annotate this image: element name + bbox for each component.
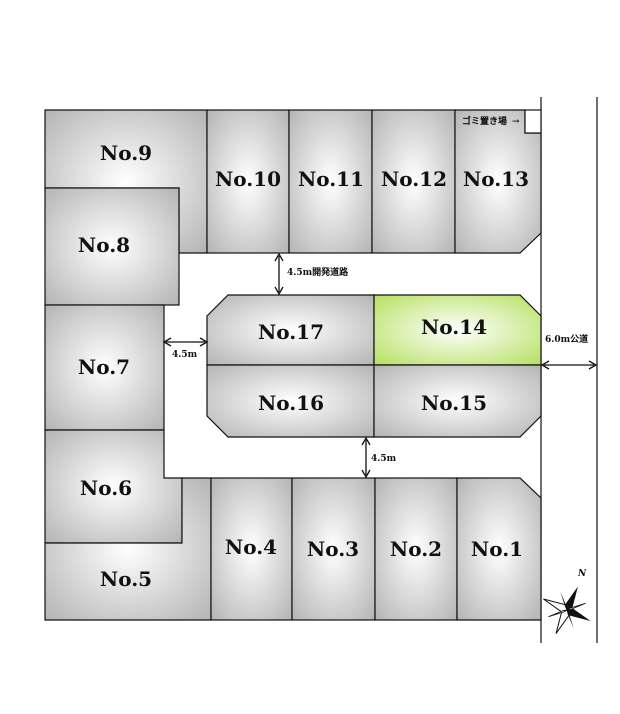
lot-1[interactable]: No.1 xyxy=(456,477,542,621)
lot-17-label: No.17 xyxy=(258,320,324,344)
west-road-width-label: 4.5m xyxy=(172,350,198,360)
lot-12-label: No.12 xyxy=(381,167,447,191)
lot-10[interactable]: No.10 xyxy=(206,109,290,254)
lot-8-label: No.8 xyxy=(78,233,130,257)
garbage-arrow: → xyxy=(512,117,520,127)
lot-13-label: No.13 xyxy=(463,167,529,191)
lot-11[interactable]: No.11 xyxy=(288,109,373,254)
lot-11-label: No.11 xyxy=(298,167,364,191)
public-road-label: 6.0m公道 xyxy=(545,333,588,345)
dimension-arrows xyxy=(162,252,598,479)
lot-9-label: No.9 xyxy=(100,141,152,165)
lot-1-label: No.1 xyxy=(471,537,523,561)
lot-10-label: No.10 xyxy=(215,167,281,191)
lot-4-label: No.4 xyxy=(225,535,277,559)
lot-5[interactable]: No.5 xyxy=(44,477,212,621)
lot-7[interactable]: No.7 xyxy=(44,304,165,431)
garbage-label: ゴミ置き場 xyxy=(462,115,507,127)
lot-3-label: No.3 xyxy=(307,537,359,561)
lot-14[interactable]: No.14 xyxy=(373,294,542,366)
lot-7-label: No.7 xyxy=(78,355,130,379)
lot-4[interactable]: No.4 xyxy=(210,477,293,621)
lot-15[interactable]: No.15 xyxy=(373,364,542,438)
lot-2-label: No.2 xyxy=(390,537,442,561)
lot-16[interactable]: No.16 xyxy=(206,364,375,438)
compass-north-label: N xyxy=(577,569,587,579)
lot-6[interactable]: No.6 xyxy=(44,429,183,544)
lot-3[interactable]: No.3 xyxy=(291,477,376,621)
lot-14-label: No.14 xyxy=(421,315,487,339)
lot-15-label: No.15 xyxy=(421,391,487,415)
compass-icon xyxy=(543,586,591,634)
development-road-label: 4.5m開発道路 xyxy=(287,266,349,278)
lot-5-label: No.5 xyxy=(100,567,152,591)
south-road-width-label: 4.5m xyxy=(371,454,397,464)
garbage-area: ゴミ置き場 → xyxy=(462,109,542,134)
lot-6-label: No.6 xyxy=(80,476,132,500)
lot-17[interactable]: No.17 xyxy=(206,294,375,366)
lot-8[interactable]: No.8 xyxy=(44,187,180,306)
lot-12[interactable]: No.12 xyxy=(371,109,456,254)
lot-2[interactable]: No.2 xyxy=(374,477,458,621)
lot-16-label: No.16 xyxy=(258,391,324,415)
